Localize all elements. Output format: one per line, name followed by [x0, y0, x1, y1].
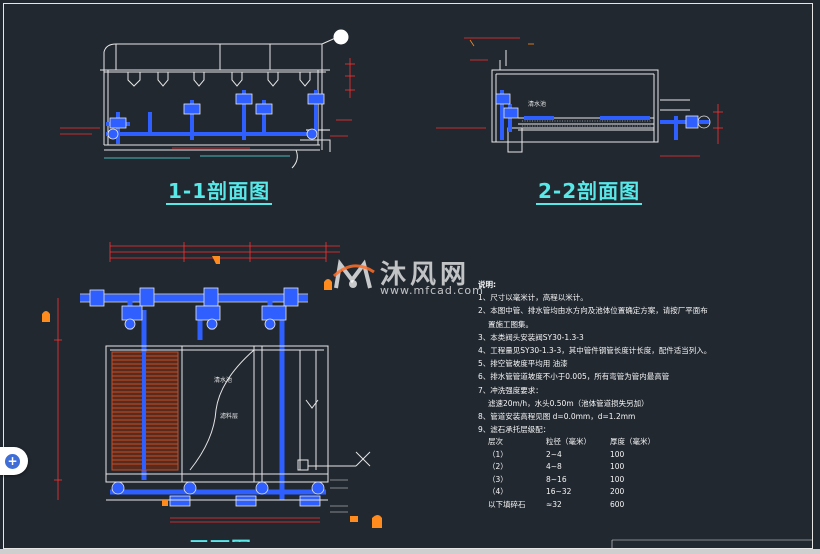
- watermark-text: 沐风网: [380, 260, 471, 290]
- plan-tank: [105, 345, 371, 501]
- bottom-scroll-area: [0, 549, 820, 554]
- note-item: 9、滤石承托层级配：: [478, 425, 551, 435]
- title-section-2-2: 2-2剖面图: [536, 179, 643, 205]
- table-row: （3） 8~16 100: [488, 474, 655, 487]
- table-header: 层次: [488, 437, 503, 447]
- table-header: 粒径（毫米）: [546, 437, 591, 447]
- section-1-1-pipes: [106, 90, 318, 144]
- plan-label-tank: 清水池: [214, 376, 232, 384]
- table-cell: 100: [610, 474, 625, 484]
- note-item: 置施工图集。: [488, 319, 533, 329]
- section-1-1-dims: [60, 58, 355, 149]
- table-cell: 2~4: [546, 449, 562, 459]
- table-header-row: 层次 粒径（毫米） 厚度（毫米）: [488, 436, 655, 449]
- table-cell: 4~8: [546, 462, 562, 472]
- table-cell: （2）: [488, 462, 508, 472]
- section-2-2-label: 清水池: [528, 100, 546, 108]
- note-item: 8、管道安装高程见图 d=0.0mm，d=1.2mm: [478, 412, 636, 422]
- note-item: 2、本图中管、排水管均由水方向及池体位置确定方案，请按厂平面布: [478, 306, 708, 316]
- table-cell: （4）: [488, 487, 508, 497]
- note-item: 1、尺寸以毫米计，高程以米计。: [478, 293, 588, 303]
- zoom-button[interactable]: +: [0, 447, 28, 475]
- section-1-1-valves: [107, 93, 325, 140]
- section-2-2: [491, 50, 690, 153]
- table-row: 以下填碎石 ≈32 600: [488, 499, 655, 512]
- note-item: 4、工程量见SY30-1.3-3，其中管件钢管长度计长度，配件适当列入。: [478, 346, 712, 356]
- table-header: 厚度（毫米）: [610, 437, 655, 447]
- zoom-plus-icon: +: [5, 454, 20, 469]
- plan-dims-top: [54, 242, 340, 523]
- table-cell: 8~16: [546, 474, 567, 484]
- plan-markers: [42, 256, 382, 528]
- table-cell: 16~32: [546, 487, 572, 497]
- note-item: 6、排水管管道坡度不小于0.005，所有弯管为管内最高管: [478, 372, 670, 382]
- title-plan: 平面图: [189, 538, 252, 550]
- mfcad-logo-icon: [332, 259, 375, 289]
- section-2-2-filter: [522, 120, 652, 127]
- section-2-2-pipes: [500, 90, 710, 140]
- drawing-frame: [3, 3, 813, 549]
- table-row: （4） 16~32 200: [488, 486, 655, 499]
- table-row: （2） 4~8 100: [488, 461, 655, 474]
- design-notes: 说明: 1、尺寸以毫米计，高程以米计。 2、本图中管、排水管均由水方向及池体位置…: [478, 278, 728, 511]
- table-cell: 200: [610, 487, 625, 497]
- table-cell: 600: [610, 499, 625, 509]
- plan-label-filter: 滤料层: [220, 412, 238, 420]
- gradation-table: 层次 粒径（毫米） 厚度（毫米） （1） 2~4 100 （2） 4~8 100…: [488, 436, 655, 511]
- watermark: 沐风网 www.mfcad.com: [330, 254, 490, 300]
- table-cell: ≈32: [546, 499, 562, 509]
- title-section-1-1: 1-1剖面图: [166, 179, 273, 205]
- notes-heading: 说明:: [478, 280, 496, 289]
- table-cell: （3）: [488, 474, 508, 484]
- note-item: 3、本类阀头安装阀SY30-1.3-3: [478, 332, 584, 342]
- table-cell: 以下填碎石: [488, 499, 526, 509]
- table-cell: 100: [610, 462, 625, 472]
- table-row: （1） 2~4 100: [488, 449, 655, 462]
- table-cell: 100: [610, 449, 625, 459]
- note-item: 5、排空管坡度平均用 油漆: [478, 359, 568, 369]
- watermark-url: www.mfcad.com: [380, 284, 484, 297]
- table-cell: （1）: [488, 449, 508, 459]
- note-item: 滤速20m/h，水头0.50m（池体管道损失另加）: [488, 398, 649, 408]
- note-item: 7、冲洗强度要求：: [478, 385, 543, 395]
